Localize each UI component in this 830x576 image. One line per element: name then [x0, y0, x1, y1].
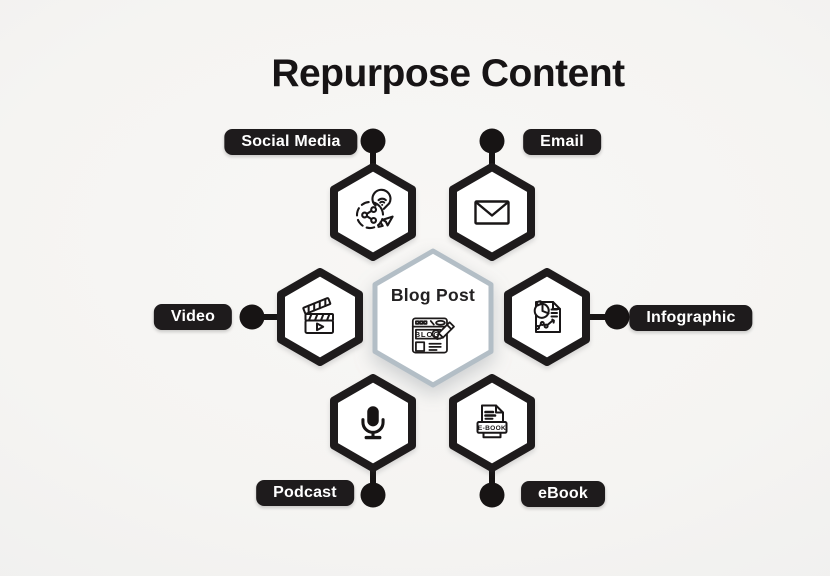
node-video — [265, 262, 375, 372]
connector-stem-video — [251, 314, 283, 320]
microphone-icon — [361, 406, 385, 440]
connector-stem-email — [489, 140, 495, 170]
label-podcast: Podcast — [256, 480, 354, 506]
node-podcast — [318, 368, 428, 478]
label-ebook: eBook — [521, 481, 605, 507]
node-blog-post: Blog Post BLOG — [358, 243, 508, 393]
connector-dot-social-media — [360, 128, 386, 154]
infographic-document-icon — [533, 300, 561, 333]
node-social-media — [318, 157, 428, 267]
connector-dot-ebook — [479, 482, 505, 508]
ebook-document-icon: E-BOOK — [476, 404, 508, 439]
label-social-media: Social Media — [224, 129, 358, 155]
envelope-icon — [474, 200, 510, 225]
connector-dot-video — [239, 304, 265, 330]
connector-stem-social-media — [370, 140, 376, 170]
center-label: Blog Post — [390, 285, 476, 305]
page-title: Repurpose Content — [271, 52, 625, 95]
label-video: Video — [153, 304, 233, 330]
blog-post-icon: BLOG — [411, 317, 455, 354]
share-icon — [355, 188, 394, 230]
node-email — [437, 157, 547, 267]
label-email: Email — [523, 129, 601, 155]
node-ebook: E-BOOK — [437, 368, 547, 478]
svg-text:E-BOOK: E-BOOK — [478, 425, 506, 432]
connector-stem-infographic — [586, 314, 618, 320]
connector-dot-infographic — [604, 304, 630, 330]
hexagon-outline — [449, 163, 535, 261]
connector-dot-email — [479, 128, 505, 154]
label-infographic: Infographic — [629, 305, 753, 331]
clapperboard-icon — [302, 297, 334, 334]
svg-text:BLOG: BLOG — [415, 330, 440, 339]
node-infographic — [492, 262, 602, 372]
connector-dot-podcast — [360, 482, 386, 508]
